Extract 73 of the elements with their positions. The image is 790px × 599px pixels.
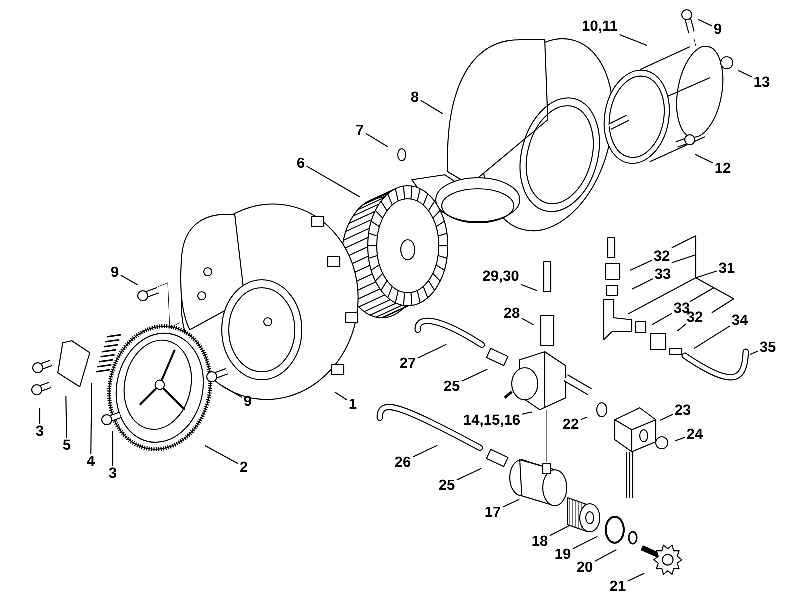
callout-number: 4 — [87, 456, 95, 466]
callout-number: 23 — [675, 404, 691, 416]
leader-line — [698, 19, 712, 27]
leader-line — [632, 278, 654, 290]
leader-line — [580, 416, 588, 420]
leader-line — [550, 525, 570, 536]
callout-number: 12 — [716, 162, 731, 174]
callout-number: 7 — [356, 124, 364, 136]
leader-line — [660, 414, 674, 421]
leader-line — [120, 274, 138, 286]
callout-number: 14,15,16 — [464, 414, 520, 428]
callout-number: 25 — [444, 380, 460, 392]
callout-number: 33 — [674, 302, 690, 314]
leader-line — [502, 499, 520, 508]
leader-line — [334, 392, 348, 401]
leader-line — [366, 133, 388, 148]
leader-line — [521, 284, 538, 292]
callout-number: 13 — [754, 76, 770, 88]
leader-line — [652, 313, 672, 326]
leader-line — [522, 318, 534, 326]
callout-number: 19 — [556, 548, 571, 560]
callout-number: 33 — [655, 268, 671, 280]
callout-number: 28 — [504, 308, 520, 318]
callout-number: 21 — [610, 580, 626, 592]
callout-number: 32 — [654, 250, 670, 262]
callout-number: 26 — [395, 456, 411, 468]
leader-line — [675, 437, 686, 442]
callout-number: 32 — [687, 312, 703, 322]
callout-number: 10,11 — [582, 20, 618, 34]
callout-number: 20 — [577, 562, 593, 572]
leader-line — [750, 350, 758, 356]
callout-number: 22 — [563, 418, 579, 430]
callout-number: 3 — [109, 468, 117, 478]
callout-number: 29,30 — [483, 270, 519, 284]
leader-line — [694, 326, 730, 350]
callout-number: 2 — [240, 462, 248, 472]
callout-number: 6 — [297, 158, 305, 168]
callout-number: 5 — [63, 440, 71, 450]
leader-line — [222, 386, 242, 398]
leader-line — [66, 396, 68, 438]
leader-line — [628, 573, 645, 582]
leader-line — [630, 260, 652, 271]
callout-number: 17 — [486, 506, 500, 518]
leader-line — [738, 70, 752, 78]
leader-line — [572, 536, 598, 550]
callout-number: 25 — [439, 480, 455, 490]
leader-line — [594, 549, 617, 562]
callout-number: 9 — [111, 266, 119, 278]
leader-line — [412, 445, 438, 458]
callout-number: 8 — [411, 92, 419, 102]
leader-line — [306, 166, 360, 198]
callout-number: 1 — [350, 398, 357, 410]
leader-line — [620, 34, 648, 46]
callout-number: 27 — [400, 358, 416, 368]
leader-line — [695, 154, 714, 164]
callout-number: 24 — [687, 428, 704, 440]
leader-line — [39, 408, 41, 424]
leader-line — [462, 369, 488, 382]
callout-number: 18 — [532, 536, 548, 546]
leader-line — [90, 382, 92, 454]
leader-line — [205, 445, 238, 464]
leader-line — [677, 324, 687, 332]
leader-line — [628, 270, 718, 315]
callout-number: 31 — [719, 262, 735, 274]
leader-line — [522, 412, 532, 415]
leader-line — [418, 344, 447, 359]
callout-number: 9 — [714, 24, 722, 34]
leader-line — [420, 100, 444, 114]
leader-line — [456, 468, 482, 481]
leader-line — [112, 431, 114, 466]
callout-number: 3 — [36, 426, 44, 436]
callout-number: 35 — [760, 342, 776, 352]
callout-number: 34 — [732, 314, 748, 326]
